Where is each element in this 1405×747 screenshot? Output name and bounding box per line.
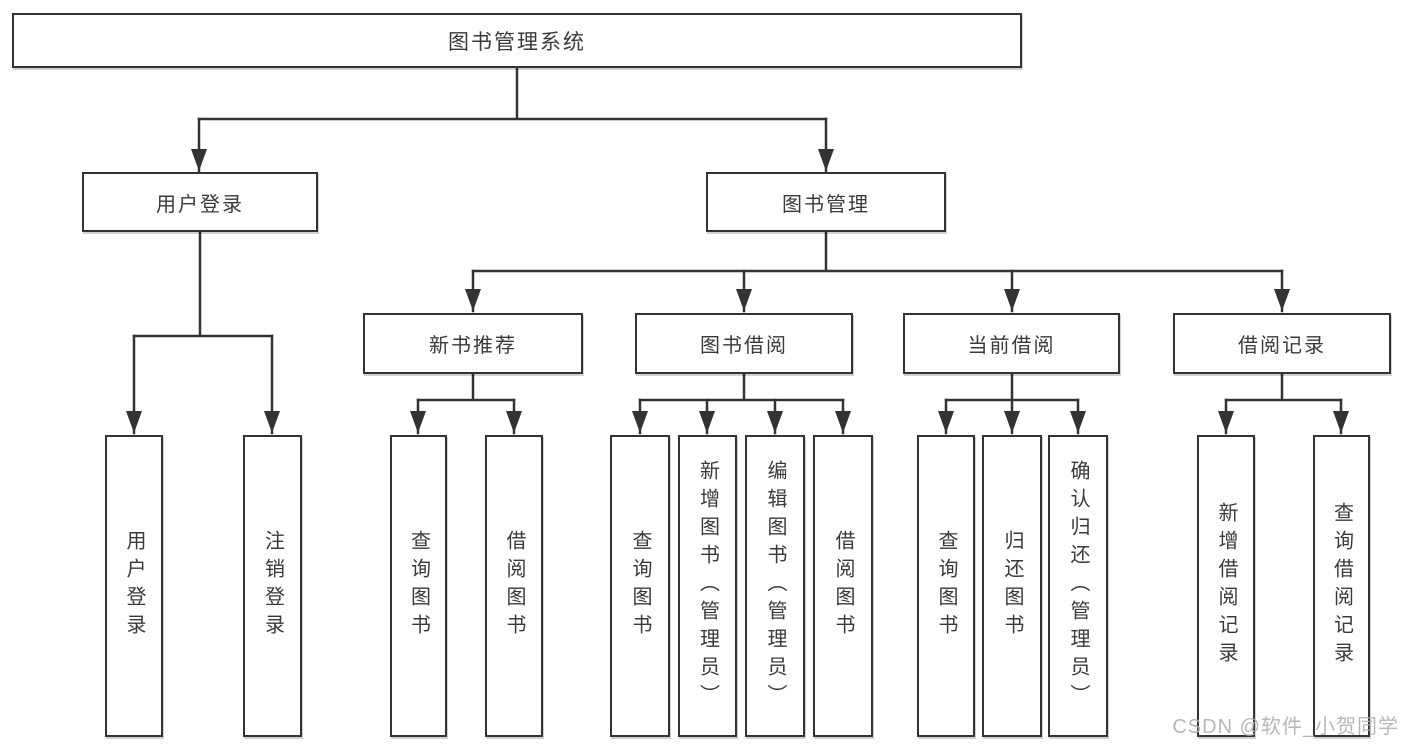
node-borrow-records-label: 借阅记录 bbox=[1238, 335, 1326, 357]
node-current-borrow-label: 当前借阅 bbox=[967, 335, 1056, 357]
trunk-current-borrow bbox=[944, 372, 1080, 402]
leaf-nb-borrow-books-label: 借阅图书 bbox=[503, 530, 525, 642]
trunk-book-borrow bbox=[638, 372, 845, 402]
node-user-login-label: 用户登录 bbox=[156, 193, 244, 216]
leaf-user-login-label: 用户登录 bbox=[123, 530, 145, 642]
node-borrow-records: 借阅记录 bbox=[1173, 313, 1391, 374]
node-book-management-label: 图书管理 bbox=[782, 193, 870, 216]
node-user-login: 用户登录 bbox=[82, 172, 318, 232]
node-book-management: 图书管理 bbox=[706, 172, 946, 232]
leaf-br-query-record-label: 查询借阅记录 bbox=[1330, 502, 1353, 670]
leaf-nb-query-books-label: 查询图书 bbox=[407, 530, 430, 642]
trunk-new-book-recommend bbox=[416, 372, 516, 402]
node-root: 图书管理系统 bbox=[12, 13, 1022, 68]
leaf-cb-confirm-return-admin: 确认归还（管理员） bbox=[1048, 435, 1108, 737]
leaf-logout: 注销登录 bbox=[243, 435, 302, 737]
leaf-bb-borrow-books-label: 借阅图书 bbox=[832, 530, 854, 642]
trunk-borrow-records bbox=[1224, 372, 1343, 402]
leaf-bb-query-books: 查询图书 bbox=[610, 435, 670, 737]
node-book-borrow-label: 图书借阅 bbox=[700, 335, 788, 357]
leaf-bb-add-books-admin-label: 新增图书（管理员） bbox=[696, 460, 719, 712]
trunk-user-login bbox=[132, 230, 274, 338]
leaf-br-add-record: 新增借阅记录 bbox=[1197, 435, 1255, 737]
node-book-borrow: 图书借阅 bbox=[635, 313, 853, 374]
leaf-logout-label: 注销登录 bbox=[261, 530, 284, 642]
leaf-cb-confirm-return-admin-label: 确认归还（管理员） bbox=[1067, 460, 1089, 712]
leaf-bb-query-books-label: 查询图书 bbox=[629, 530, 651, 642]
node-new-book-recommend-label: 新书推荐 bbox=[429, 335, 517, 357]
node-root-label: 图书管理系统 bbox=[448, 30, 586, 54]
leaf-cb-return-books-label: 归还图书 bbox=[1001, 530, 1023, 642]
leaf-bb-edit-books-admin-label: 编辑图书（管理员） bbox=[764, 460, 786, 712]
leaf-cb-query-books: 查询图书 bbox=[917, 435, 975, 737]
node-new-book-recommend: 新书推荐 bbox=[363, 313, 583, 374]
leaf-bb-edit-books-admin: 编辑图书（管理员） bbox=[745, 435, 805, 737]
leaf-br-add-record-label: 新增借阅记录 bbox=[1215, 502, 1237, 670]
leaf-user-login: 用户登录 bbox=[105, 435, 163, 737]
leaf-nb-query-books: 查询图书 bbox=[390, 435, 447, 737]
leaf-cb-return-books: 归还图书 bbox=[982, 435, 1042, 737]
leaf-nb-borrow-books: 借阅图书 bbox=[485, 435, 543, 737]
leaf-cb-query-books-label: 查询图书 bbox=[935, 530, 957, 642]
trunk-book-management bbox=[471, 230, 1284, 273]
node-current-borrow: 当前借阅 bbox=[903, 313, 1120, 374]
leaf-bb-add-books-admin: 新增图书（管理员） bbox=[678, 435, 737, 737]
leaf-br-query-record: 查询借阅记录 bbox=[1313, 435, 1370, 737]
leaf-bb-borrow-books: 借阅图书 bbox=[813, 435, 873, 737]
trunk-root bbox=[197, 66, 828, 121]
csdn-watermark: CSDN @软件_小贺同学 bbox=[1172, 716, 1399, 738]
